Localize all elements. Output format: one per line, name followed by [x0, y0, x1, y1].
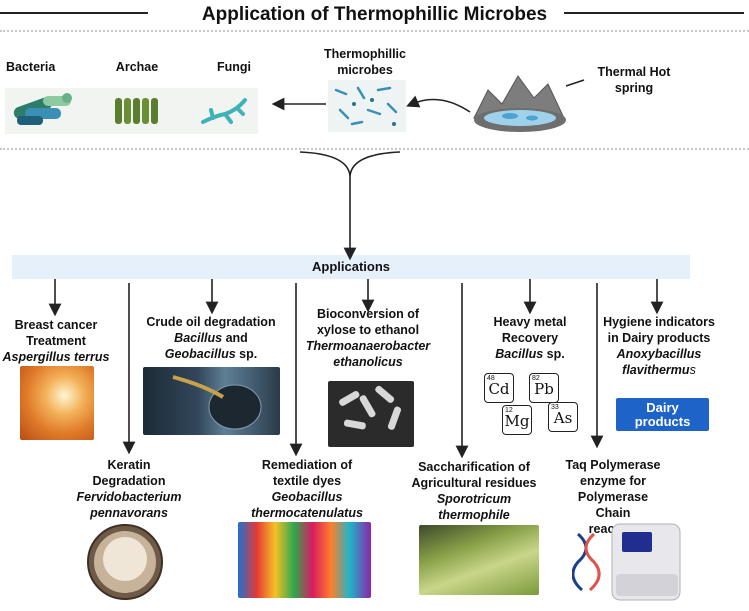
microbe-panel	[5, 88, 258, 134]
textile-label: Remediation of textile dyes Geobacillus …	[251, 458, 363, 520]
microbe-illustrations	[13, 93, 247, 125]
xylose-label: Bioconversion of xylose to ethanol Therm…	[305, 307, 431, 369]
fungi-icon	[201, 98, 247, 124]
agricultural-residues-image	[419, 525, 539, 595]
thermophillic-panel	[328, 80, 406, 132]
hot-spring-icon	[473, 75, 566, 132]
keratin-label: Keratin Degradation Fervidobacterium pen…	[76, 458, 182, 520]
heavy-metal-label: Heavy metal Recovery Bacillus sp.	[493, 315, 567, 361]
dairy-products-badge: Dairy products	[616, 398, 709, 431]
page-title: Application of Thermophillic Microbes	[201, 4, 548, 25]
middle-divider	[0, 148, 749, 150]
title-rule-left	[0, 12, 148, 14]
archae-icon	[115, 98, 158, 124]
saccharification-label: Saccharification of Agricultural residue…	[411, 460, 537, 522]
title-rule-right	[564, 12, 744, 14]
petri-dish-image	[87, 524, 163, 600]
archae-label: Archae	[115, 60, 159, 74]
top-divider	[0, 30, 749, 32]
thermophillic-microbes-icon	[334, 86, 398, 126]
fungi-label: Fungi	[216, 60, 251, 74]
breast-cancer-label: Breast cancer Treatment Aspergillus terr…	[2, 318, 110, 364]
dna-icon	[572, 532, 601, 592]
xylose-microbe-image	[328, 381, 414, 447]
crude-oil-label: Crude oil degradation Bacillus and Geoba…	[146, 315, 276, 361]
bacteria-label: Bacteria	[6, 60, 56, 74]
applications-label: Applications	[311, 259, 390, 274]
aspergillus-image	[20, 366, 94, 440]
crude-oil-image	[143, 367, 280, 435]
textile-dyes-image	[238, 522, 371, 598]
bacteria-icon	[13, 93, 72, 125]
hygiene-label: Hygiene indicators in Dairy products Ano…	[603, 315, 715, 377]
pcr-machine-image	[572, 523, 681, 601]
